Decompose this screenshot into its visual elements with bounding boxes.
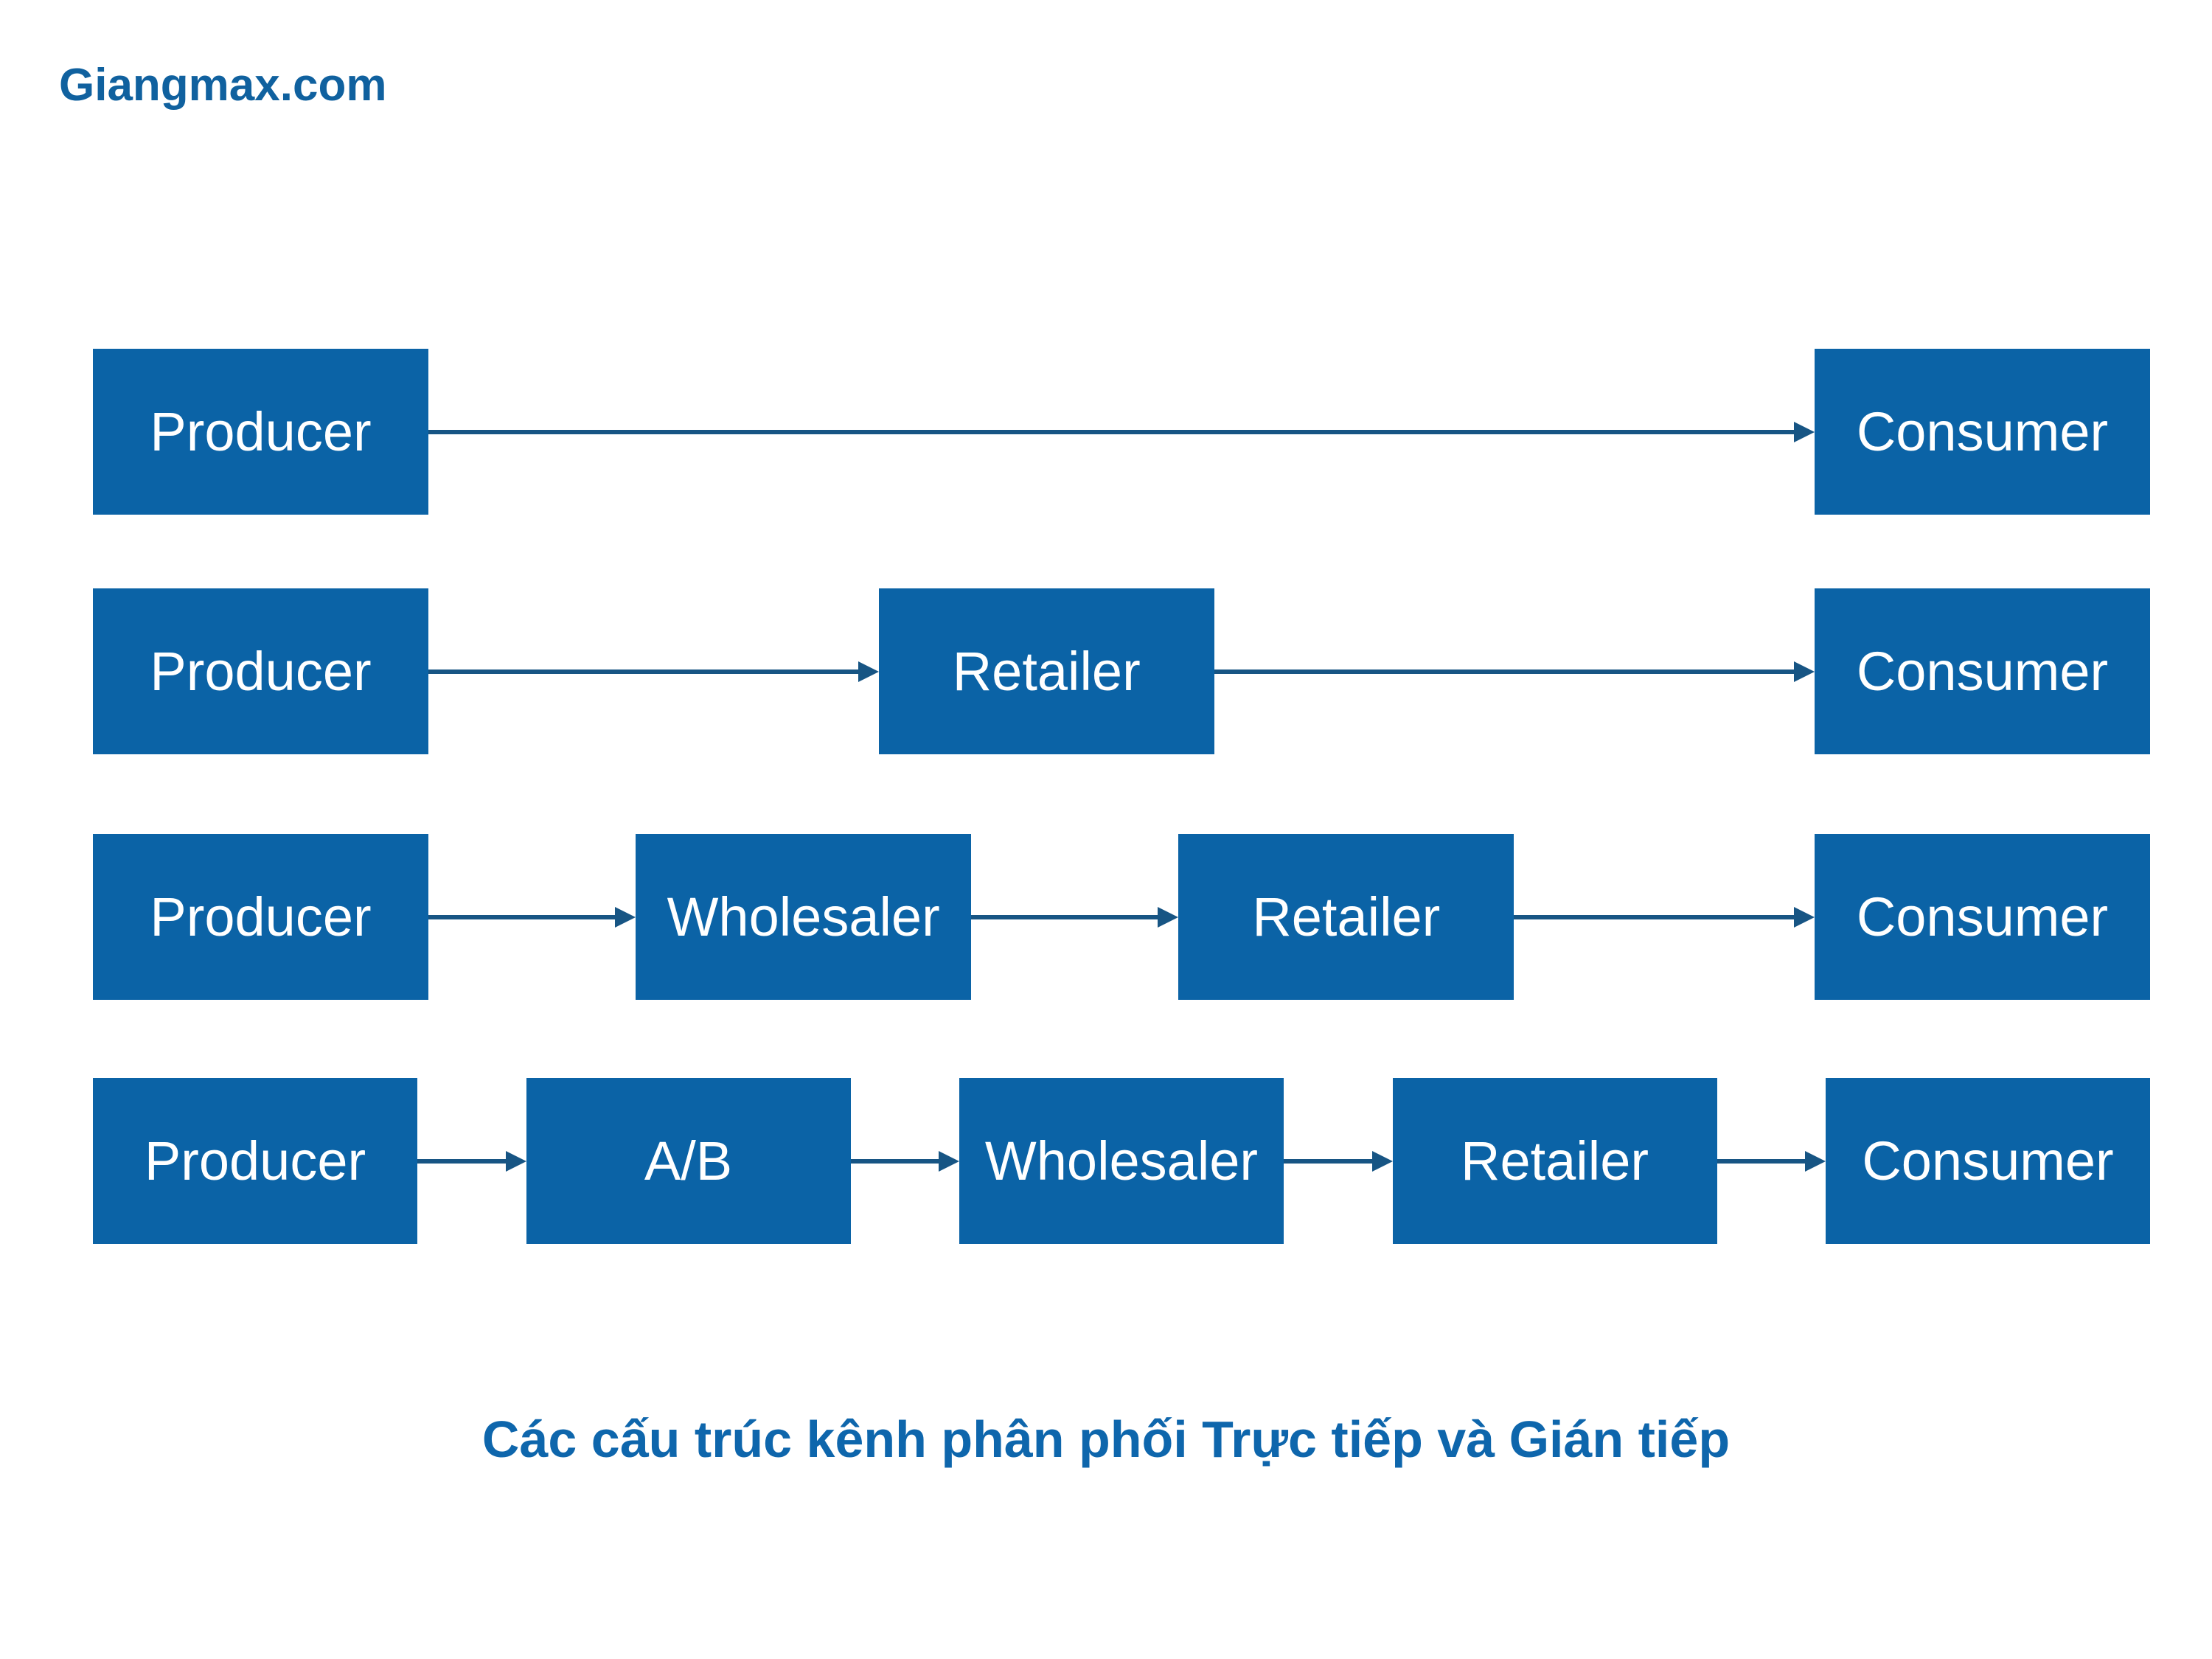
node-retailer: Retailer <box>1392 1078 1717 1244</box>
node-label: Consumer <box>1856 886 2109 947</box>
channel-row-three-level: Producer A/B Wholesaler Retailer Consume <box>93 1078 2150 1244</box>
arrow-shaft <box>428 429 1794 434</box>
flow-arrow <box>1514 834 1815 1000</box>
arrow-shaft <box>428 669 858 674</box>
arrow-shaft <box>850 1158 939 1164</box>
arrow-shaft <box>1717 1158 1805 1164</box>
flow-arrow <box>1214 588 1815 754</box>
node-label: Wholesaler <box>667 886 940 947</box>
node-wholesaler: Wholesaler <box>959 1078 1284 1244</box>
arrow-shaft <box>1284 1158 1372 1164</box>
channel-row-two-level: Producer Wholesaler Retailer Consumer <box>93 834 2150 1000</box>
arrow-head-icon <box>1805 1150 1826 1172</box>
node-label: A/B <box>644 1130 733 1192</box>
node-label: Producer <box>150 400 372 462</box>
node-consumer: Consumer <box>1815 588 2150 754</box>
site-logo: Giangmax.com <box>59 60 387 111</box>
node-label: Consumer <box>1856 640 2109 702</box>
node-producer: Producer <box>93 834 428 1000</box>
arrow-shaft <box>971 914 1158 919</box>
channel-row-one-level: Producer Retailer Consumer <box>93 588 2150 754</box>
node-label: Consumer <box>1862 1130 2114 1192</box>
arrow-head-icon <box>1371 1150 1393 1172</box>
arrow-head-icon <box>939 1150 959 1172</box>
node-wholesaler: Wholesaler <box>636 834 972 1000</box>
node-agent-broker: A/B <box>526 1078 851 1244</box>
arrow-shaft <box>1514 914 1794 919</box>
node-consumer: Consumer <box>1815 349 2150 515</box>
channel-row-direct: Producer Consumer <box>93 349 2150 515</box>
flow-arrow <box>850 1078 959 1244</box>
arrow-shaft <box>1214 669 1794 674</box>
diagram-caption: Các cấu trúc kênh phân phối Trực tiếp và… <box>481 1411 1731 1468</box>
flow-arrow <box>1717 1078 1826 1244</box>
node-retailer: Retailer <box>878 588 1214 754</box>
arrow-head-icon <box>505 1150 526 1172</box>
node-consumer: Consumer <box>1815 834 2150 1000</box>
node-producer: Producer <box>93 588 428 754</box>
node-producer: Producer <box>93 349 428 515</box>
arrow-shaft <box>417 1158 506 1164</box>
node-retailer: Retailer <box>1178 834 1514 1000</box>
arrow-shaft <box>428 914 616 919</box>
node-producer: Producer <box>93 1078 417 1244</box>
node-label: Retailer <box>952 640 1141 702</box>
flow-arrow <box>428 588 879 754</box>
node-label: Retailer <box>1461 1130 1649 1192</box>
flow-arrow <box>428 349 1815 515</box>
arrow-head-icon <box>1158 906 1179 928</box>
node-label: Producer <box>150 640 372 702</box>
node-label: Producer <box>150 886 372 947</box>
node-label: Consumer <box>1856 400 2109 462</box>
node-label: Producer <box>144 1130 366 1192</box>
arrow-head-icon <box>615 906 636 928</box>
arrow-head-icon <box>1794 421 1815 442</box>
node-consumer: Consumer <box>1826 1078 2150 1244</box>
node-label: Wholesaler <box>984 1130 1259 1192</box>
arrow-head-icon <box>1794 661 1815 682</box>
flow-arrow <box>428 834 636 1000</box>
arrow-head-icon <box>1794 906 1815 928</box>
node-label: Retailer <box>1252 886 1441 947</box>
flow-arrow <box>971 834 1179 1000</box>
flow-arrow <box>417 1078 526 1244</box>
flow-arrow <box>1284 1078 1393 1244</box>
arrow-head-icon <box>858 661 879 682</box>
